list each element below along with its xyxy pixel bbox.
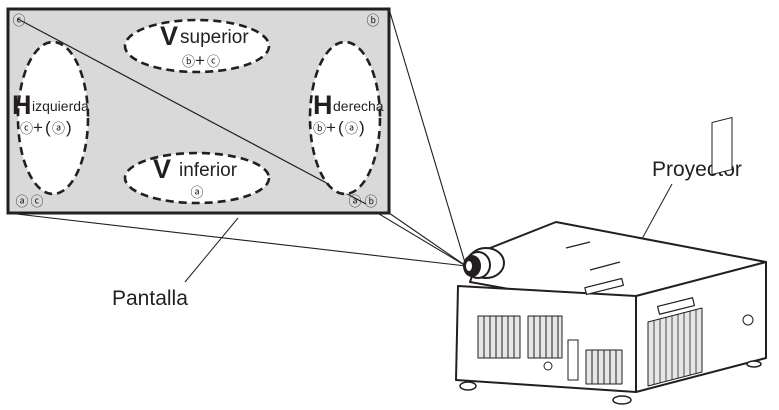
zone-h-right-labels: H derecha ⓑ + ( ⓐ ) xyxy=(313,90,384,137)
zone-h-right xyxy=(308,40,382,196)
h-left-c2: ⓐ xyxy=(52,121,65,136)
lens xyxy=(463,247,505,279)
zone-v-bottom xyxy=(123,151,271,205)
corner-top-left: ⓒ xyxy=(12,13,25,28)
zone-h-left-labels: H izquierda ⓒ + ( ⓐ ) xyxy=(12,90,89,137)
screen-leader-line xyxy=(184,217,239,283)
corner-bottom-right-b: ⓑ xyxy=(364,194,377,209)
v-top-c1: ⓑ xyxy=(182,54,195,69)
h-left-open: ( xyxy=(45,118,51,137)
projection-lines xyxy=(7,8,467,267)
zone-v-bottom-labels: V inferior ⓐ xyxy=(153,154,238,200)
screen-label: Pantalla xyxy=(112,287,188,310)
front-vent xyxy=(477,315,623,385)
h-right-open: ( xyxy=(338,118,344,137)
h-right-letter: H xyxy=(313,90,333,120)
v-bottom-word: inferior xyxy=(179,160,238,181)
v-top-word: superior xyxy=(180,27,249,48)
v-top-letter: V xyxy=(160,21,178,51)
v-bottom-c1: ⓐ xyxy=(190,185,203,200)
zone-v-top-labels: V superior ⓑ + ⓒ xyxy=(160,21,249,70)
corner-markers: ⓒ ⓑ ⓐ ⓒ ⓐ ⓑ xyxy=(12,13,379,209)
h-left-letter: H xyxy=(12,90,32,120)
projector-feet xyxy=(459,360,762,405)
v-bottom-letter: V xyxy=(153,154,171,184)
screen-diagonal xyxy=(17,18,367,205)
zone-h-left xyxy=(16,40,90,196)
h-left-close: ) xyxy=(66,118,72,137)
zone-v-top xyxy=(123,18,271,74)
corner-top-right: ⓑ xyxy=(366,13,379,28)
h-left-word: izquierda xyxy=(32,98,89,114)
h-right-word: derecha xyxy=(333,98,384,114)
corner-bottom-left-a: ⓐ xyxy=(15,194,28,209)
projector-illustration xyxy=(455,116,767,405)
control-panel-top xyxy=(565,241,696,315)
v-top-plus: + xyxy=(195,51,205,70)
h-right-c1: ⓑ xyxy=(313,121,326,136)
corner-bottom-left-c: ⓒ xyxy=(30,194,43,209)
screen-callout: Pantalla xyxy=(112,217,239,310)
adjustment-zones xyxy=(16,18,382,205)
side-vent xyxy=(647,116,754,387)
v-top-c2: ⓒ xyxy=(207,54,220,69)
h-left-c1: ⓒ xyxy=(20,121,33,136)
h-left-plus: + xyxy=(33,118,43,137)
h-right-c2: ⓐ xyxy=(345,121,358,136)
h-right-plus: + xyxy=(326,118,336,137)
h-right-close: ) xyxy=(359,118,365,137)
corner-bottom-right-a: ⓐ xyxy=(348,194,361,209)
